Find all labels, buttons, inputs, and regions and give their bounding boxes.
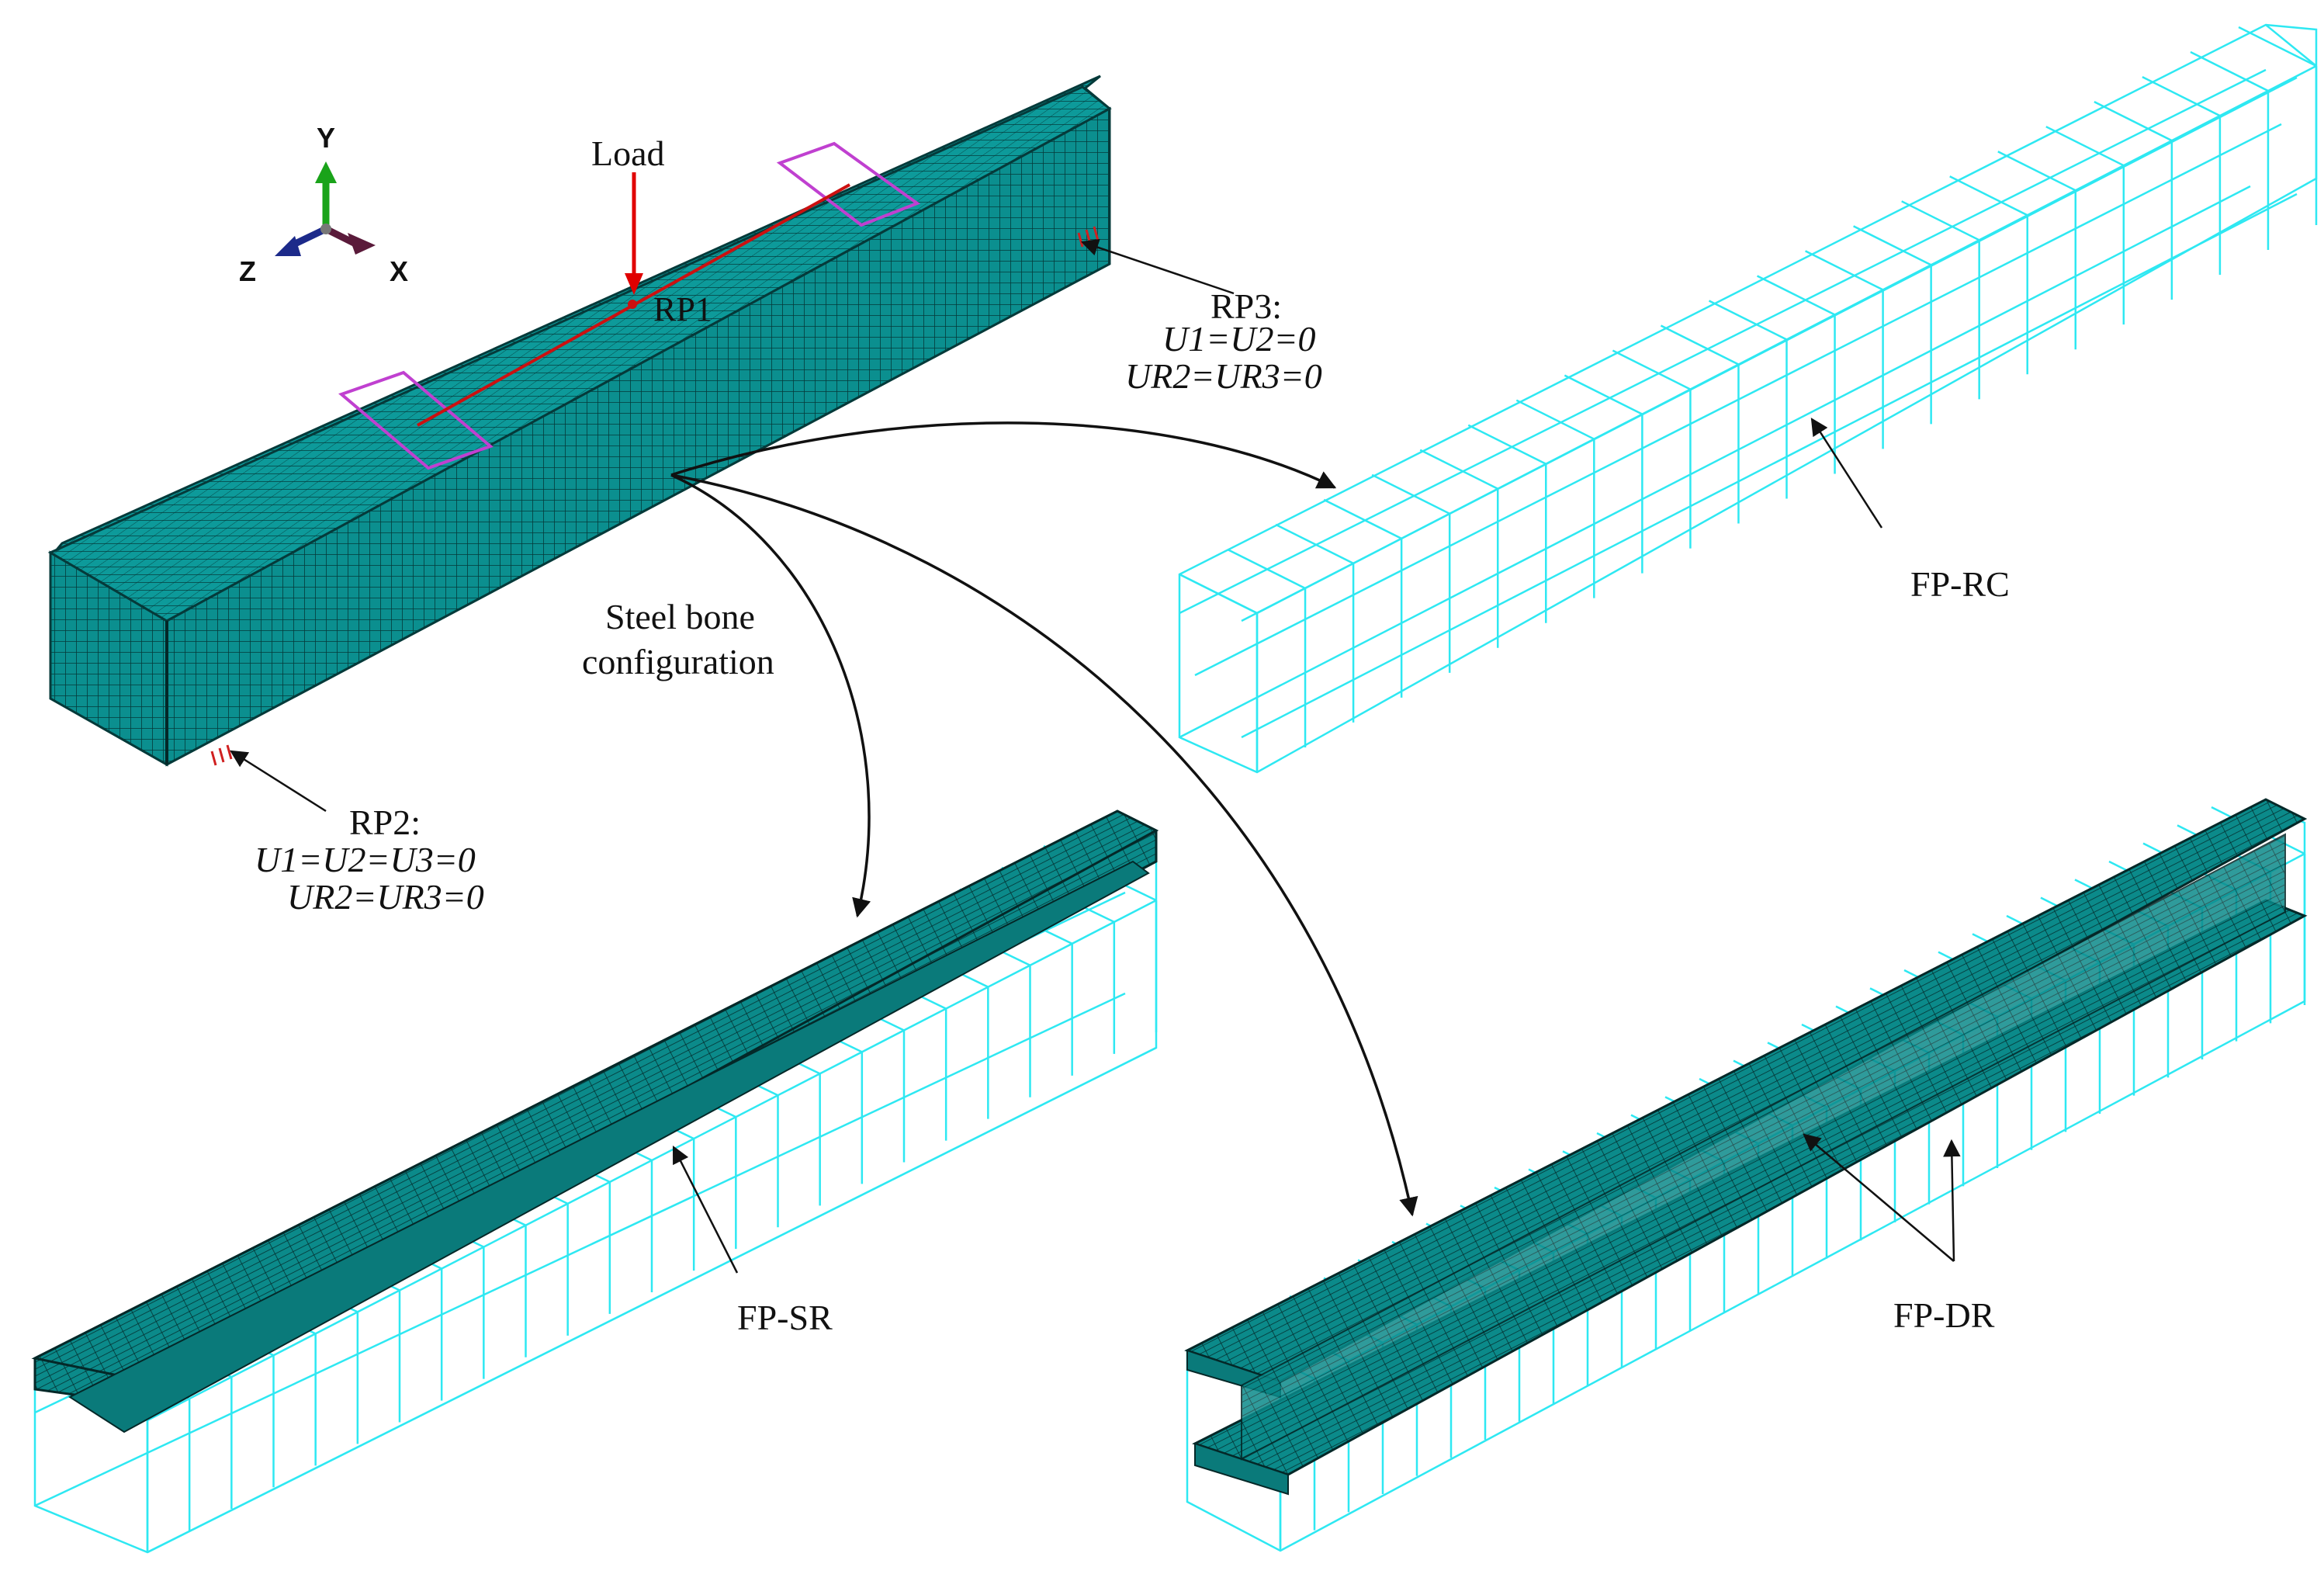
load-arrow-icon <box>625 172 643 295</box>
axis-triad-icon: Y Z X <box>239 122 408 287</box>
fp-rc-label: FP-RC <box>1910 564 2010 604</box>
fp-dr-model <box>1184 798 2308 1552</box>
rp3-title: RP3: <box>1210 286 1282 326</box>
fp-sr-model <box>31 810 1159 1554</box>
rp1-label: RP1 <box>653 290 712 328</box>
configuration-arrows <box>670 421 1418 1217</box>
rp3-pointer <box>1080 238 1235 295</box>
load-label: Load <box>591 133 665 173</box>
rp2-line1: U1=U2=U3=0 <box>255 840 476 879</box>
fp-rc-wireframe <box>1178 23 2318 774</box>
fp-dr-pointer-2 <box>1943 1139 1961 1262</box>
fp-dr-label: FP-DR <box>1893 1295 1995 1335</box>
rp3-line1: U1=U2=0 <box>1162 319 1316 359</box>
rp2-line2: UR2=UR3=0 <box>287 877 484 917</box>
rp2-title: RP2: <box>349 803 421 842</box>
steel-bone-label-2: configuration <box>582 642 774 681</box>
axis-z-label: Z <box>239 255 256 287</box>
rp3-line2: UR2=UR3=0 <box>1125 356 1322 396</box>
loading-pads <box>338 141 921 470</box>
axis-x-label: X <box>390 255 408 287</box>
fp-sr-pointer <box>672 1145 739 1274</box>
fp-dr-pointer-1 <box>1803 1133 1955 1262</box>
steel-bone-label-1: Steel bone <box>605 597 755 636</box>
rp2-pointer <box>230 750 327 813</box>
axis-y-label: Y <box>317 122 335 154</box>
fp-sr-label: FP-SR <box>737 1298 833 1337</box>
fp-rc-pointer <box>1810 418 1883 529</box>
main-beam-mesh <box>47 75 1112 767</box>
